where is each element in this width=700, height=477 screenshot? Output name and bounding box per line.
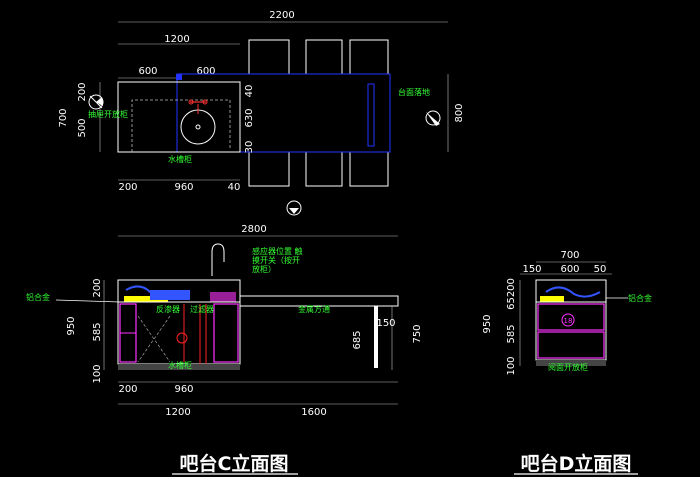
dim-d-50: 50 (594, 264, 607, 275)
dim-d-600: 600 (560, 264, 579, 275)
dim-d-950: 950 (482, 314, 493, 333)
dim-800: 800 (454, 103, 465, 122)
chair-top-1 (248, 39, 290, 75)
dim-c-200: 200 (92, 278, 103, 297)
chair-bottom-2 (305, 151, 343, 187)
dim-40-top: 40 (244, 85, 255, 98)
dim-600-left: 600 (138, 66, 157, 77)
dim-d-150: 150 (522, 264, 541, 275)
plan-view: 2200 1200 600 600 40 630 30 (58, 10, 465, 216)
dim-c-100: 100 (92, 364, 103, 383)
note-metal: 金属方通 (298, 304, 330, 314)
note-sink: 水槽柜 (168, 154, 192, 164)
dim-40-bottom: 40 (228, 182, 241, 193)
note-cabinet-plan: 抽屉开放柜 (88, 109, 128, 119)
dim-d-585: 585 (506, 324, 517, 343)
note-sensor-3: 放柜） (252, 264, 276, 274)
title-elevation-d: 吧台D立面图 (521, 452, 632, 475)
dim-2200: 2200 (269, 10, 294, 21)
dim-630: 630 (244, 108, 255, 127)
note-cabinet-d: 阅面开放柜 (548, 362, 588, 372)
lower-cabinet-d (535, 301, 607, 361)
dim-d-65200: 65200 (506, 278, 517, 310)
dim-200-bottom: 200 (118, 182, 137, 193)
dim-200-left: 200 (77, 82, 88, 101)
dim-500-left: 500 (77, 118, 88, 137)
chair-top-2 (305, 39, 343, 75)
dim-d-700: 700 (560, 250, 579, 261)
elevation-d: 700 150 600 50 18 铝合金 阅面开放柜 65200 585 10… (482, 250, 652, 475)
dim-d-100: 100 (506, 356, 517, 375)
dim-600-right: 600 (196, 66, 215, 77)
dim-700-left: 700 (58, 108, 69, 127)
note-sink-cab-c: 水槽柜 (168, 360, 192, 370)
dim-c-585: 585 (92, 322, 103, 341)
dim-c-685: 685 (352, 330, 363, 349)
dim-960-bottom: 960 (174, 182, 193, 193)
dim-1200: 1200 (164, 34, 189, 45)
dim-c-150: 150 (376, 318, 395, 329)
badge-18-icon (561, 313, 575, 327)
section-marker-left-icon (88, 94, 104, 110)
chair-top-3 (349, 39, 389, 75)
chair-bottom-3 (349, 151, 389, 187)
note-alloy-right: 铝合金 (628, 293, 652, 303)
section-marker-right-icon (425, 110, 441, 126)
chair-bottom-1 (248, 151, 290, 187)
elevation-c: 2800 铝合金 感应器位置 触 摸开关（按开 放柜） 反渗器 过滤器 (26, 224, 423, 475)
note-ground: 台面落地 (398, 87, 430, 97)
section-marker-bottom-icon (286, 200, 302, 216)
dim-c-950: 950 (66, 316, 77, 335)
note-sensor-2: 摸开关（按开 (252, 255, 300, 265)
title-elevation-c: 吧台C立面图 (180, 452, 289, 475)
bar-slab (239, 295, 399, 307)
note-sensor-1: 感应器位置 触 (252, 246, 303, 256)
dim-c-b200: 200 (118, 384, 137, 395)
dim-c-b960: 960 (174, 384, 193, 395)
note-filter: 过滤器 (190, 304, 214, 314)
badge-18: 18 (564, 317, 573, 325)
dim-c-750: 750 (412, 324, 423, 343)
faucet-icon (211, 243, 225, 276)
dim-30: 30 (244, 141, 255, 154)
counter-top-plan (176, 73, 391, 153)
dim-c-b1600: 1600 (301, 407, 326, 418)
note-purifier: 反渗器 (156, 304, 180, 314)
dim-2800: 2800 (241, 224, 266, 235)
dim-c-b1200: 1200 (165, 407, 190, 418)
note-alloy-left: 铝合金 (26, 292, 50, 302)
